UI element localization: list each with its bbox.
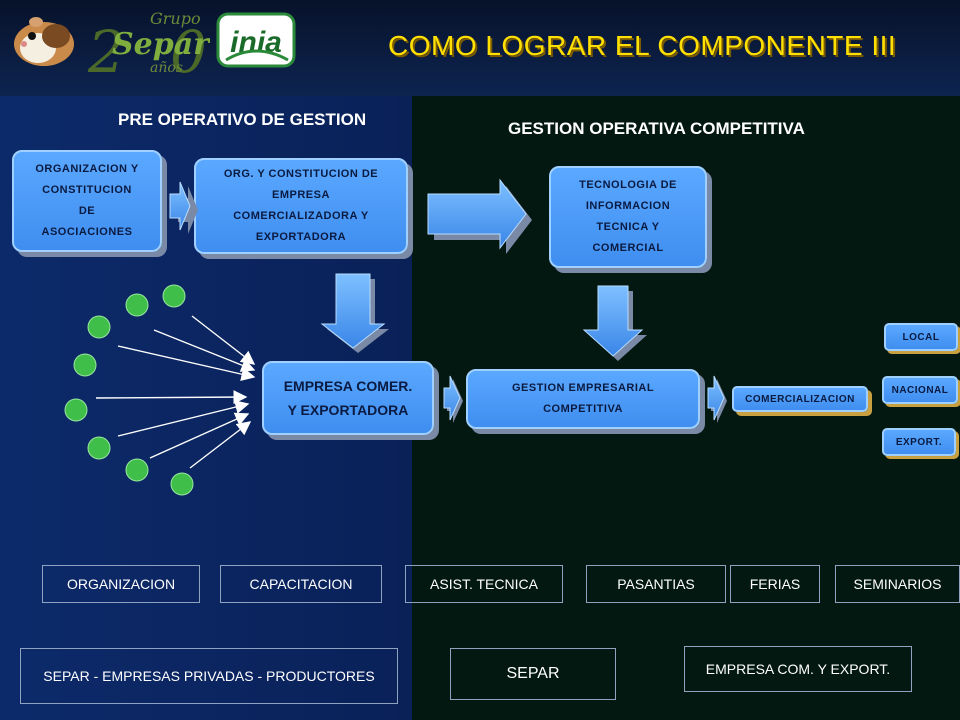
box-empresa-comer-exportadora: EMPRESA COMER. Y EXPORTADORA xyxy=(262,361,434,435)
svg-text:2: 2 xyxy=(87,18,125,76)
green-node xyxy=(170,472,194,496)
box-text-line: GESTION EMPRESARIAL xyxy=(511,382,655,394)
grupo-separ-logo: Grupo 2 0 Separ años xyxy=(86,6,211,86)
box-text-line: ORGANIZACION Y xyxy=(35,163,139,175)
arrow-right-small-2 xyxy=(443,375,463,423)
box-text-line: TECNICA Y xyxy=(596,221,660,233)
box-comercializacion: COMERCIALIZACION xyxy=(732,386,868,412)
svg-text:Separ: Separ xyxy=(112,27,210,62)
tag-asist-tecnica: ASIST. TECNICA xyxy=(405,565,563,603)
tag-seminarios: SEMINARIOS xyxy=(835,565,960,603)
svg-text:0: 0 xyxy=(170,18,207,76)
box-text-line: EMPRESA COMER. xyxy=(283,378,413,394)
box-text-line: COMERCIALIZADORA Y xyxy=(233,210,369,222)
footer-separ: SEPAR xyxy=(450,648,616,700)
box-text-line: EXPORTADORA xyxy=(255,231,347,243)
green-node xyxy=(87,315,111,339)
arrow-down-right xyxy=(582,285,647,361)
tag-organizacion: ORGANIZACION xyxy=(42,565,200,603)
green-node xyxy=(87,436,111,460)
green-nodes xyxy=(64,284,194,496)
green-node xyxy=(162,284,186,308)
box-text-line: CONSTITUCION xyxy=(42,184,132,196)
green-node xyxy=(73,353,97,377)
header-background xyxy=(0,0,960,96)
box-local: LOCAL xyxy=(884,323,958,351)
box-text-line: COMERCIAL xyxy=(592,242,664,254)
footer-empresa-com-export: EMPRESA COM. Y EXPORT. xyxy=(684,646,912,692)
box-text-line: TECNOLOGIA DE xyxy=(579,179,677,191)
tag-pasantias: PASANTIAS xyxy=(586,565,726,603)
box-text-line: DE xyxy=(78,205,96,217)
box-nacional: NACIONAL xyxy=(882,376,958,404)
inia-logo: inia xyxy=(216,12,296,68)
arrow-right-small-1 xyxy=(169,181,198,234)
box-text-line: ASOCIACIONES xyxy=(41,226,133,238)
node-connectors xyxy=(95,315,256,469)
green-node xyxy=(64,398,88,422)
tag-ferias: FERIAS xyxy=(730,565,820,603)
green-node xyxy=(125,293,149,317)
box-organizacion-asociaciones: ORGANIZACION Y CONSTITUCION DE ASOCIACIO… xyxy=(12,150,162,252)
box-tecnologia-informacion: TECNOLOGIA DE INFORMACION TECNICA Y COME… xyxy=(549,166,707,268)
arrow-right-small-3 xyxy=(707,375,727,423)
arrow-down-left xyxy=(320,273,389,353)
box-text-line: INFORMACION xyxy=(585,200,671,212)
box-export: EXPORT. xyxy=(882,428,956,456)
box-text-line: ORG. Y CONSTITUCION DE xyxy=(223,168,379,180)
arrow-right-large xyxy=(427,178,532,254)
svg-text:años: años xyxy=(150,60,183,76)
tag-capacitacion: CAPACITACION xyxy=(220,565,382,603)
box-text-line: Y EXPORTADORA xyxy=(287,402,409,418)
section-title-gestion-operativa: GESTION OPERATIVA COMPETITIVA xyxy=(508,119,805,138)
box-gestion-empresarial: GESTION EMPRESARIAL COMPETITIVA xyxy=(466,369,700,429)
box-text-line: EMPRESA xyxy=(272,189,330,201)
svg-text:Grupo: Grupo xyxy=(150,9,201,28)
section-title-pre-operativo: PRE OPERATIVO DE GESTION xyxy=(118,110,367,129)
box-text-line: COMPETITIVA xyxy=(543,403,623,415)
page-title: COMO LOGRAR EL COMPONENTE III xyxy=(388,30,897,61)
green-node xyxy=(125,458,149,482)
box-org-empresa-comercializadora: ORG. Y CONSTITUCION DE EMPRESA COMERCIAL… xyxy=(194,158,408,254)
guinea-pig-logo xyxy=(12,10,76,68)
footer-separ-empresas: SEPAR - EMPRESAS PRIVADAS - PRODUCTORES xyxy=(20,648,398,704)
